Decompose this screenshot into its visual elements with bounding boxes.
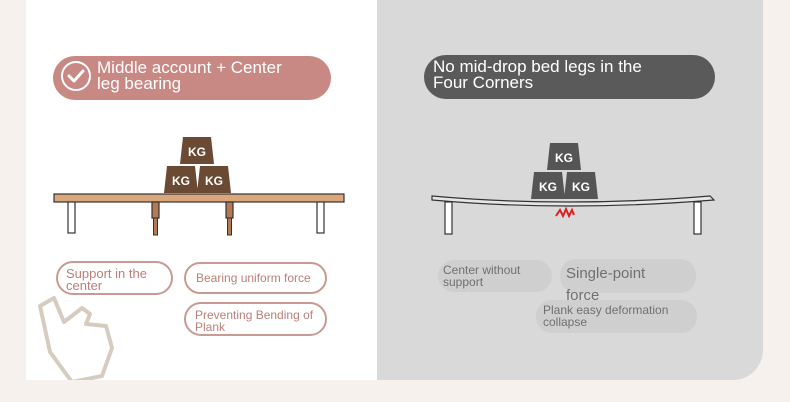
tag-support-center: Support in the center — [56, 261, 173, 295]
tag-single-point-force: Single-point force — [560, 259, 696, 304]
center-leg-top — [151, 201, 160, 219]
center-leg-bottom — [153, 217, 158, 236]
thumbs-up-icon — [38, 296, 114, 380]
weight-block — [564, 172, 598, 199]
right-title: No mid-drop bed legs in the Four Corners — [433, 57, 703, 92]
weight-block — [531, 172, 565, 199]
tag-text: force — [566, 287, 600, 304]
right-title-line2: Four Corners — [433, 73, 534, 92]
right-title-line1: No mid-drop bed legs in the — [433, 57, 642, 76]
tag-text: collapse — [543, 315, 588, 329]
tag-center-without-support: Center without support — [438, 260, 552, 292]
weight-label: KG — [572, 180, 590, 194]
tag-text: Preventing Bending of — [195, 308, 314, 322]
right-title-pill: No mid-drop bed legs in the Four Corners — [424, 55, 715, 99]
comparison-card: Middle account + Center leg bearing No m… — [26, 0, 763, 380]
weight-label: KG — [539, 180, 557, 194]
illustrations: KG KG KG KG KG KG — [38, 137, 716, 380]
tag-text: Support in the — [66, 266, 147, 281]
left-title-pill: Middle account + Center leg bearing — [53, 56, 331, 100]
tag-text: Bearing uniform force — [196, 271, 311, 285]
right-leg — [444, 201, 453, 235]
right-leg — [693, 201, 702, 235]
tag-uniform-force: Bearing uniform force — [184, 262, 327, 294]
tag-text: Center without — [443, 263, 521, 277]
tag-prevent-bending: Preventing Bending of Plank — [184, 302, 327, 336]
check-icon — [61, 61, 91, 91]
center-leg-bottom — [227, 217, 232, 236]
tag-text: Plank easy deformation — [543, 303, 669, 317]
left-leg — [316, 201, 325, 234]
tag-text: center — [66, 278, 103, 293]
tag-plank-deformation: Plank easy deformation collapse — [536, 300, 697, 333]
right-plank — [431, 195, 716, 207]
crack-icon — [555, 206, 575, 219]
weight-label: KG — [188, 145, 206, 159]
left-title-line1: Middle account + Center — [97, 58, 282, 77]
left-plank — [53, 193, 345, 203]
tag-text: Single-point — [566, 265, 646, 282]
center-leg-top — [225, 201, 234, 219]
left-leg — [67, 201, 76, 234]
weight-block — [197, 166, 231, 193]
weight-block — [547, 143, 581, 170]
left-title-line2: leg bearing — [97, 74, 182, 93]
weight-label: KG — [555, 151, 573, 165]
left-title: Middle account + Center leg bearing — [97, 58, 332, 93]
weight-block — [164, 166, 198, 193]
tag-text: support — [443, 275, 484, 289]
tag-text: Plank — [195, 320, 226, 334]
weight-block — [180, 137, 214, 164]
weight-label: KG — [205, 174, 223, 188]
weight-label: KG — [172, 174, 190, 188]
